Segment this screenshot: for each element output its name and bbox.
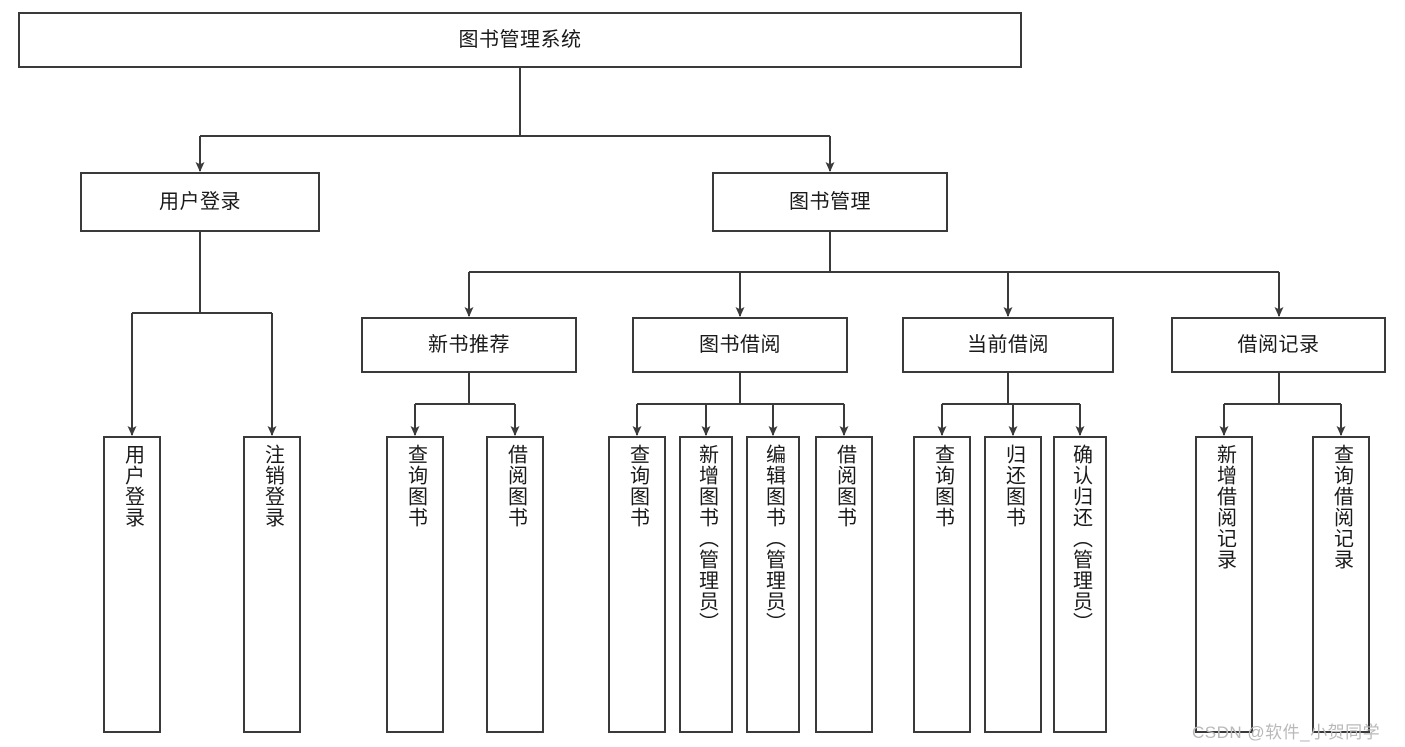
leaf-record-query-borrow-record[interactable]: 查询借阅记录 xyxy=(1312,436,1370,733)
node-label: 图书管理 xyxy=(789,191,871,213)
node-new-book-recommend[interactable]: 新书推荐 xyxy=(361,317,577,373)
node-label: 编辑图书（管理员） xyxy=(762,444,785,633)
node-user-login-module[interactable]: 用户登录 xyxy=(80,172,320,232)
leaf-current-confirm-return-admin[interactable]: 确认归还（管理员） xyxy=(1053,436,1107,733)
node-book-management-module[interactable]: 图书管理 xyxy=(712,172,948,232)
leaf-borrow-edit-book-admin[interactable]: 编辑图书（管理员） xyxy=(746,436,800,733)
leaf-borrow-add-book-admin[interactable]: 新增图书（管理员） xyxy=(679,436,733,733)
node-label: 借阅图书 xyxy=(833,444,856,528)
node-current-borrow[interactable]: 当前借阅 xyxy=(902,317,1114,373)
edge-lines xyxy=(127,68,1346,436)
node-label: 新书推荐 xyxy=(428,334,510,356)
leaf-new-query-book[interactable]: 查询图书 xyxy=(386,436,444,733)
node-label: 查询借阅记录 xyxy=(1330,444,1353,570)
node-label: 确认归还（管理员） xyxy=(1069,444,1092,633)
leaf-current-return-book[interactable]: 归还图书 xyxy=(984,436,1042,733)
node-label: 借阅记录 xyxy=(1237,334,1320,356)
node-root-system[interactable]: 图书管理系统 xyxy=(18,12,1022,68)
csdn-watermark: CSDN @软件_小贺同学 xyxy=(1192,723,1381,742)
node-borrow-record[interactable]: 借阅记录 xyxy=(1171,317,1386,373)
node-label: 归还图书 xyxy=(1002,444,1025,528)
node-label: 查询图书 xyxy=(931,444,954,528)
node-label: 当前借阅 xyxy=(967,334,1049,356)
leaf-new-borrow-book[interactable]: 借阅图书 xyxy=(486,436,544,733)
leaf-borrow-lend-book[interactable]: 借阅图书 xyxy=(815,436,873,733)
node-label: 新增图书（管理员） xyxy=(695,444,718,633)
node-label: 图书管理系统 xyxy=(458,29,582,51)
node-label: 用户登录 xyxy=(121,444,144,528)
leaf-user-login[interactable]: 用户登录 xyxy=(103,436,161,733)
node-label: 图书借阅 xyxy=(699,334,781,356)
leaf-borrow-query-book[interactable]: 查询图书 xyxy=(608,436,666,733)
node-label: 借阅图书 xyxy=(504,444,527,528)
node-label: 新增借阅记录 xyxy=(1213,444,1236,570)
node-label: 用户登录 xyxy=(159,191,241,213)
leaf-current-query-book[interactable]: 查询图书 xyxy=(913,436,971,733)
leaf-record-add-borrow-record[interactable]: 新增借阅记录 xyxy=(1195,436,1253,733)
node-label: 注销登录 xyxy=(261,444,284,528)
node-book-borrow[interactable]: 图书借阅 xyxy=(632,317,848,373)
node-label: 查询图书 xyxy=(626,444,649,528)
node-label: 查询图书 xyxy=(404,444,427,528)
leaf-user-logout[interactable]: 注销登录 xyxy=(243,436,301,733)
